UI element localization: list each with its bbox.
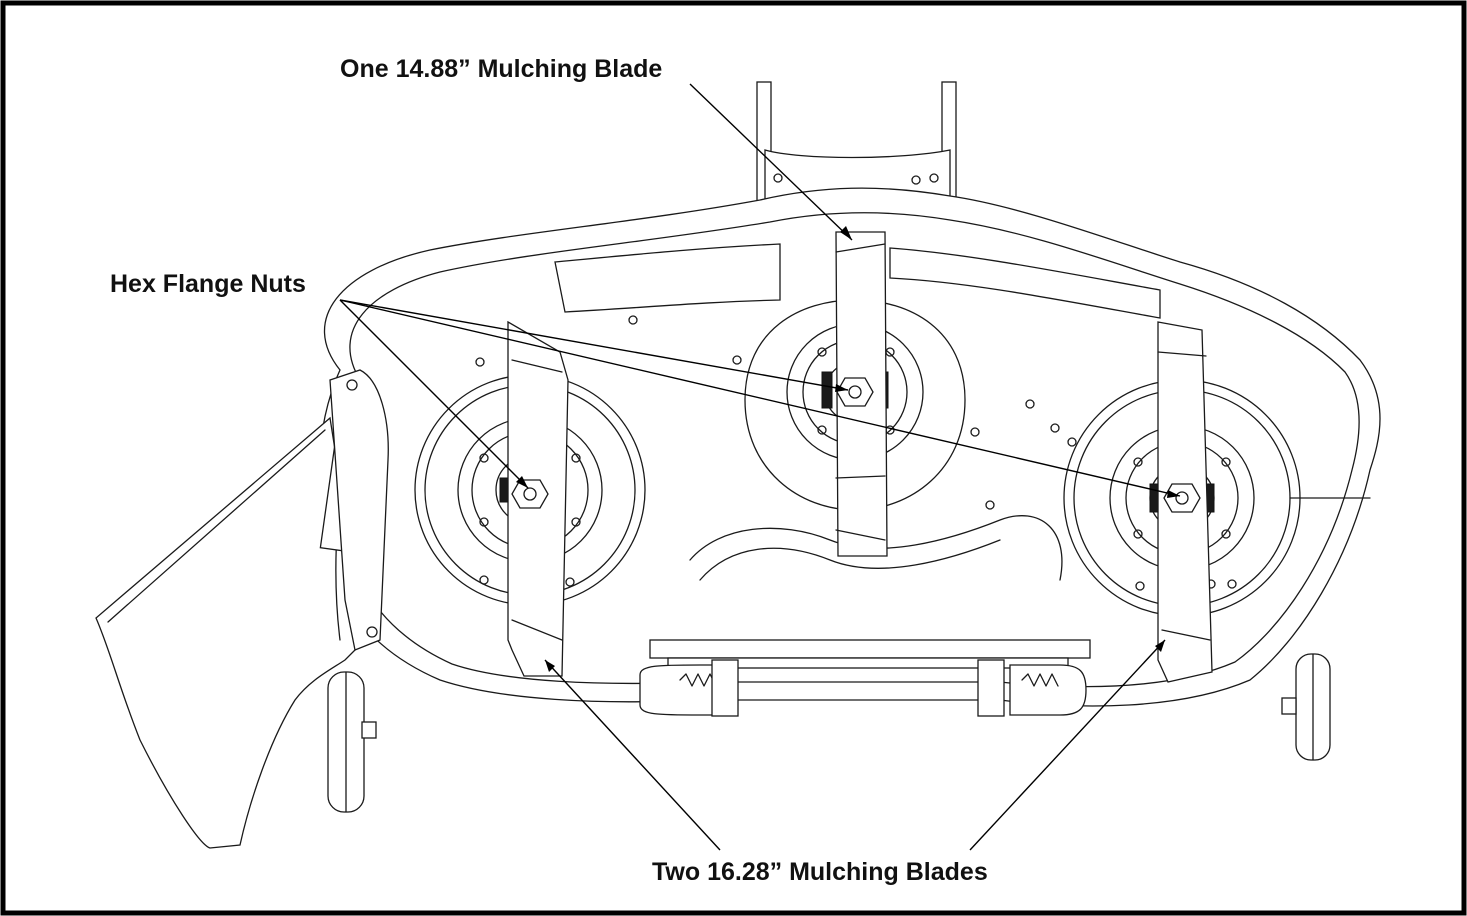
label-hex-nuts: Hex Flange Nuts bbox=[110, 270, 306, 298]
label-one-blade: One 14.88” Mulching Blade bbox=[340, 55, 662, 83]
leader-lines bbox=[339, 83, 1181, 851]
leader-hex-nut-right bbox=[339, 299, 1181, 497]
mower-deck bbox=[95, 81, 1381, 849]
front-hitch-bar bbox=[639, 639, 1091, 717]
leader-two-blades-right bbox=[969, 639, 1166, 851]
left-gauge-wheel bbox=[327, 671, 377, 813]
leader-hex-nut-center bbox=[339, 299, 849, 391]
hex-flange-nut-center bbox=[836, 377, 874, 407]
right-gauge-wheel bbox=[1281, 653, 1331, 761]
leader-hex-nut-left bbox=[339, 299, 529, 489]
hex-flange-nut-right bbox=[1163, 483, 1201, 513]
leader-one-blade bbox=[689, 83, 853, 241]
leader-two-blades-left bbox=[544, 659, 721, 851]
discharge-chute bbox=[95, 369, 389, 849]
label-two-blades: Two 16.28” Mulching Blades bbox=[652, 858, 988, 886]
hex-flange-nut-left bbox=[511, 479, 549, 509]
